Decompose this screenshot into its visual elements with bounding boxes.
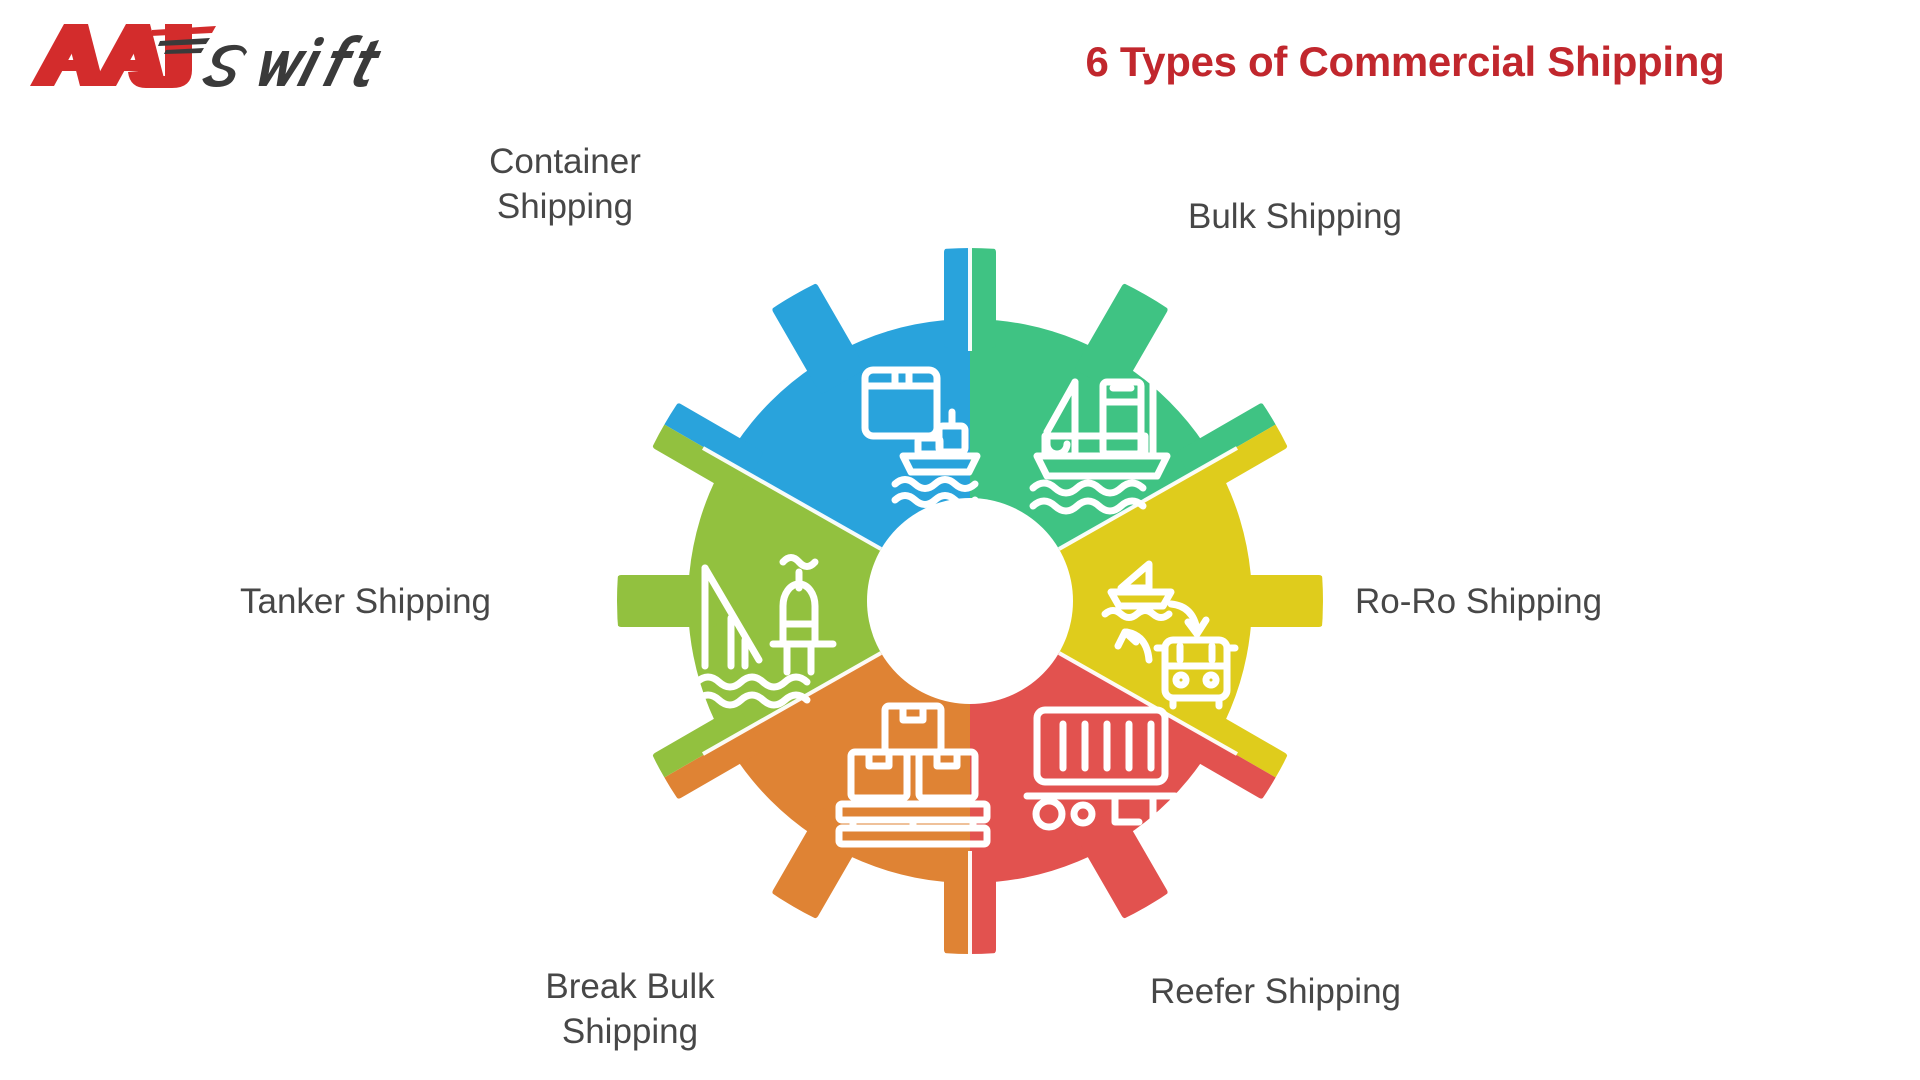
gear-wheel-diagram: [617, 248, 1323, 954]
roll-on-roll-off-vehicle-ship-icon: [1101, 560, 1239, 710]
stacked-boxes-pallet-icon: [835, 702, 991, 848]
page-title: 6 Types of Commercial Shipping: [1085, 38, 1725, 85]
label-break-bulk-shipping: Break Bulk Shipping: [545, 967, 715, 1051]
bulk-carrier-crane-ship-icon: [1029, 370, 1171, 515]
aaj-swift-logo-icon: [30, 24, 382, 88]
label-tanker-shipping: Tanker Shipping: [240, 582, 491, 621]
label-container-shipping: Container Shipping: [489, 142, 641, 226]
label-reefer-shipping: Reefer Shipping: [1150, 972, 1401, 1011]
oil-rig-platform-icon: [693, 554, 837, 709]
label-bulk-shipping: Bulk Shipping: [1187, 197, 1403, 236]
refrigerated-container-trailer-icon: [1023, 706, 1179, 831]
brand-logo: [26, 16, 386, 94]
label-roro-shipping: Ro-Ro Shipping: [1355, 582, 1603, 621]
container-ship-package-icon: [861, 366, 981, 508]
